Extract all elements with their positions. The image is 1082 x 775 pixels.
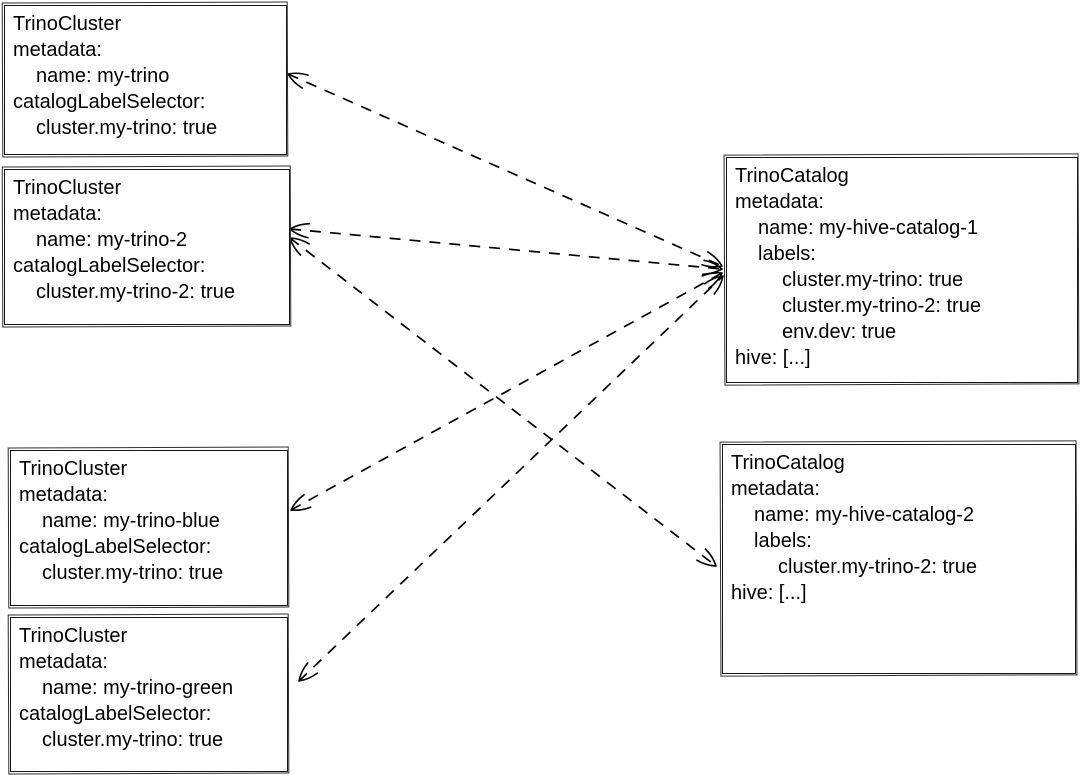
node-line: cluster.my-trino: true <box>42 562 224 584</box>
edge-line-my-trino-2-to-my-hive-catalog-2 <box>289 237 717 567</box>
node-line: env.dev: true <box>782 321 897 343</box>
edge-line-my-trino-to-my-hive-catalog-1 <box>287 73 723 267</box>
node-line: cluster.my-trino-2: true <box>778 556 977 578</box>
node-title: TrinoCatalog <box>735 165 849 187</box>
edge-line-my-trino-green-to-my-hive-catalog-1 <box>298 275 724 682</box>
node-line: metadata: <box>13 39 102 61</box>
node-title: TrinoCluster <box>19 625 128 647</box>
node-line: cluster.my-trino-2: true <box>36 281 235 303</box>
node-line: metadata: <box>13 203 102 225</box>
node-line: name: my-trino-green <box>42 677 234 699</box>
node-title: TrinoCluster <box>13 13 122 35</box>
node-line: catalogLabelSelector: <box>19 703 212 725</box>
node-line: name: my-hive-catalog-1 <box>758 217 979 239</box>
node-line: cluster.my-trino: true <box>42 729 224 751</box>
node-line: name: my-trino-2 <box>36 229 188 251</box>
node-trinocatalog-my-hive-catalog-2: TrinoCatalog metadata: name: my-hive-cat… <box>722 444 1076 674</box>
edge-arrowheads-my-trino-green-to-my-hive-catalog-1 <box>298 275 724 682</box>
edge-arrowheads-my-trino-2-to-my-hive-catalog-1 <box>289 222 723 276</box>
node-line: name: my-hive-catalog-2 <box>754 504 975 526</box>
node-trinocluster-my-trino-green: TrinoCluster metadata: name: my-trino-gr… <box>10 617 288 772</box>
node-line: cluster.my-trino: true <box>36 117 218 139</box>
node-line: catalogLabelSelector: <box>13 255 206 277</box>
node-trinocluster-my-trino-blue: TrinoCluster metadata: name: my-trino-bl… <box>10 450 288 606</box>
node-line: cluster.my-trino: true <box>782 269 964 291</box>
node-line: metadata: <box>19 651 108 673</box>
node-line: hive: [...] <box>735 347 811 369</box>
node-trinocluster-my-trino: TrinoCluster metadata: name: my-trino ca… <box>4 5 287 155</box>
node-line: cluster.my-trino-2: true <box>782 295 981 317</box>
node-title: TrinoCatalog <box>731 452 845 474</box>
node-line: metadata: <box>735 191 824 213</box>
node-line: catalogLabelSelector: <box>19 536 212 558</box>
node-line: labels: <box>758 243 816 265</box>
node-line: hive: [...] <box>731 582 807 604</box>
edge-arrowheads-my-trino-2-to-my-hive-catalog-2 <box>289 237 717 567</box>
edge-line-my-trino-blue-to-my-hive-catalog-1 <box>290 272 723 511</box>
node-line: catalogLabelSelector: <box>13 91 206 113</box>
edge-arrowheads-my-trino-blue-to-my-hive-catalog-1 <box>290 271 723 512</box>
node-title: TrinoCluster <box>13 177 122 199</box>
node-trinocluster-my-trino-2: TrinoCluster metadata: name: my-trino-2 … <box>4 169 290 325</box>
node-line: metadata: <box>19 484 108 506</box>
node-line: name: my-trino-blue <box>42 510 220 532</box>
edge-line-my-trino-2-to-my-hive-catalog-1 <box>289 228 723 270</box>
node-title: TrinoCluster <box>19 458 128 480</box>
node-line: name: my-trino <box>36 65 170 87</box>
node-line: metadata: <box>731 478 820 500</box>
node-line: labels: <box>754 530 812 552</box>
edge-arrowheads-my-trino-to-my-hive-catalog-1 <box>287 72 723 268</box>
node-trinocatalog-my-hive-catalog-1: TrinoCatalog metadata: name: my-hive-cat… <box>726 157 1078 383</box>
